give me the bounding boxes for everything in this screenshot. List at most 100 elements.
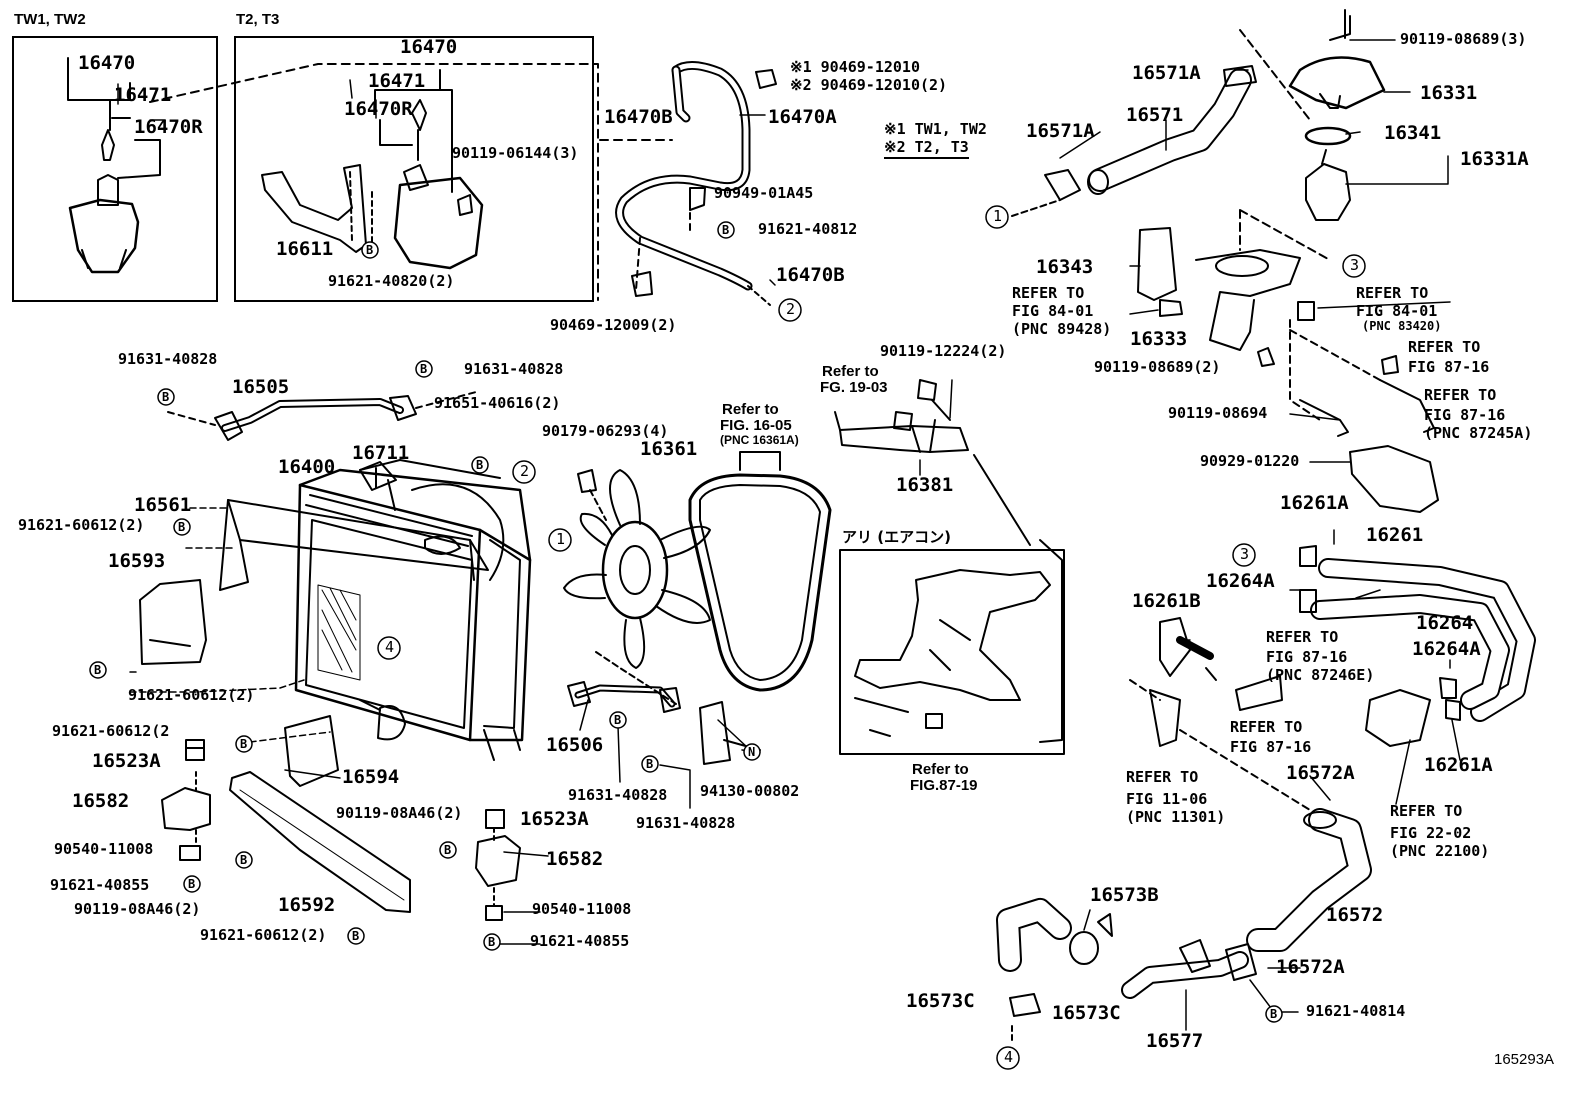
callout-number: 2 bbox=[786, 300, 796, 318]
part-label: 16470 bbox=[400, 36, 458, 58]
part-label: 16594 bbox=[342, 766, 400, 788]
part-label: 16561 bbox=[134, 494, 192, 516]
part-label: REFER TO bbox=[1390, 802, 1463, 820]
part-label: REFER TO bbox=[1230, 718, 1303, 736]
part-label: REFER TO bbox=[1012, 284, 1085, 302]
part-label: 16264 bbox=[1416, 612, 1474, 634]
part-label: 16261A bbox=[1424, 754, 1493, 776]
bolt-mark: B bbox=[722, 223, 730, 237]
mount-cushions-drawing bbox=[161, 739, 521, 921]
part-label: FG. 19-03 bbox=[820, 379, 888, 396]
nut-mark-icon bbox=[743, 743, 761, 761]
bracket-16381-drawing bbox=[834, 379, 1063, 743]
misc-small-parts-drawing bbox=[577, 469, 761, 765]
part-label: 91621-40855 bbox=[50, 876, 150, 894]
part-label: 91621-60612(2) bbox=[128, 686, 255, 704]
part-label: 90540-11008 bbox=[54, 840, 154, 858]
bolt-mark: B bbox=[614, 713, 622, 727]
part-label: 16470R bbox=[344, 98, 413, 120]
part-label: 16592 bbox=[278, 894, 336, 916]
fan-shroud-drawing bbox=[359, 461, 397, 511]
part-label: 16470 bbox=[78, 52, 136, 74]
part-label: 91651-40616(2) bbox=[434, 394, 561, 412]
part-label: 16571A bbox=[1132, 62, 1201, 84]
part-label: FIG 87-16 bbox=[1230, 738, 1312, 756]
inset-t-frame bbox=[234, 36, 594, 302]
part-label: 16261B bbox=[1132, 590, 1201, 612]
ac-bracket-inset-drawing bbox=[839, 549, 1065, 755]
bolt-mark: B bbox=[476, 458, 484, 472]
part-label: 90929-01220 bbox=[1200, 452, 1300, 470]
part-label: FIG. 16-05 bbox=[720, 417, 792, 434]
part-label: 16572 bbox=[1326, 904, 1384, 926]
part-label: 16331A bbox=[1460, 148, 1529, 170]
part-label: REFER TO bbox=[1408, 338, 1481, 356]
callout-number: 1 bbox=[556, 530, 566, 548]
part-label: (PNC 89428) bbox=[1012, 320, 1112, 338]
part-label: (PNC 22100) bbox=[1390, 842, 1490, 860]
part-label: (PNC 87246E) bbox=[1266, 666, 1375, 684]
hose-16571-drawing bbox=[1011, 65, 1257, 217]
part-label: 90119-12224(2) bbox=[880, 342, 1007, 360]
inset-tw-frame bbox=[12, 36, 218, 302]
part-label: 90119-08689(2) bbox=[1094, 358, 1221, 376]
radiator-drawing bbox=[219, 459, 532, 761]
bolt-mark: B bbox=[646, 757, 654, 771]
part-label: 16505 bbox=[232, 376, 290, 398]
part-label: 16582 bbox=[72, 790, 130, 812]
bolt-mark: B bbox=[162, 390, 170, 404]
part-label: 16523A bbox=[520, 808, 589, 830]
part-label: 16711 bbox=[352, 442, 410, 464]
callout-number: 3 bbox=[1350, 256, 1360, 274]
part-label: REFER TO bbox=[1424, 386, 1497, 404]
bolt-mark: B bbox=[94, 663, 102, 677]
part-label: 16470A bbox=[768, 106, 837, 128]
legend-line-1: ※1 TW1, TW2 bbox=[884, 120, 987, 138]
part-label: FIG 87-16 bbox=[1424, 406, 1506, 424]
part-label: 91631-40828 bbox=[568, 786, 668, 804]
nut-mark: N bbox=[748, 745, 756, 759]
part-label: 91621-40820(2) bbox=[328, 272, 455, 290]
part-label: 16333 bbox=[1130, 328, 1188, 350]
part-label: FIG 84-01 bbox=[1356, 302, 1438, 320]
callout-2-icon bbox=[512, 298, 802, 484]
bolt-mark: B bbox=[178, 520, 186, 534]
part-label: 16593 bbox=[108, 550, 166, 572]
part-label: 16506 bbox=[546, 734, 604, 756]
part-label: (PNC 83420) bbox=[1362, 319, 1442, 333]
drive-belt-drawing bbox=[688, 451, 832, 692]
part-label: (PNC 87245A) bbox=[1424, 424, 1533, 442]
callout-number: 3 bbox=[1240, 545, 1250, 563]
part-label: Refer to bbox=[822, 363, 879, 380]
part-label: 16573C bbox=[1052, 1002, 1121, 1024]
part-label: 16611 bbox=[276, 238, 334, 260]
part-label: 90179-06293(4) bbox=[542, 422, 669, 440]
overflow-hose-drawing bbox=[615, 61, 777, 306]
part-label: 16264A bbox=[1412, 638, 1481, 660]
thermostat-housing-drawing bbox=[1137, 9, 1386, 421]
part-label: 90119-08A46(2) bbox=[74, 900, 201, 918]
bolt-mark: B bbox=[1270, 1007, 1278, 1021]
part-label: ※1 90469-12010 bbox=[790, 58, 920, 76]
part-label: 16471 bbox=[114, 84, 172, 106]
part-label: 16331 bbox=[1420, 82, 1478, 104]
callout-3-icon bbox=[1232, 254, 1366, 567]
part-label: 16571A bbox=[1026, 120, 1095, 142]
part-label: Refer to bbox=[912, 761, 969, 778]
callout-number: 4 bbox=[1004, 1048, 1014, 1066]
part-label: 90119-08694 bbox=[1168, 404, 1268, 422]
part-label: (PNC 16361A) bbox=[720, 433, 799, 447]
part-label: Refer to bbox=[722, 401, 779, 418]
hoses-lower-right-drawing bbox=[996, 898, 1257, 1041]
hose-16572-drawing bbox=[1246, 808, 1372, 952]
part-label: FIG.87-19 bbox=[910, 777, 978, 794]
callout-number: 2 bbox=[520, 462, 530, 480]
bolt-mark: B bbox=[240, 853, 248, 867]
inset-tw-header: TW1, TW2 bbox=[14, 11, 86, 28]
legend-line-2: ※2 T2, T3 bbox=[884, 140, 969, 159]
bolt-mark-icon bbox=[89, 221, 1283, 1023]
part-label: 16261A bbox=[1280, 492, 1349, 514]
part-label: 16361 bbox=[640, 438, 698, 460]
inset-t-header: T2, T3 bbox=[236, 11, 280, 28]
